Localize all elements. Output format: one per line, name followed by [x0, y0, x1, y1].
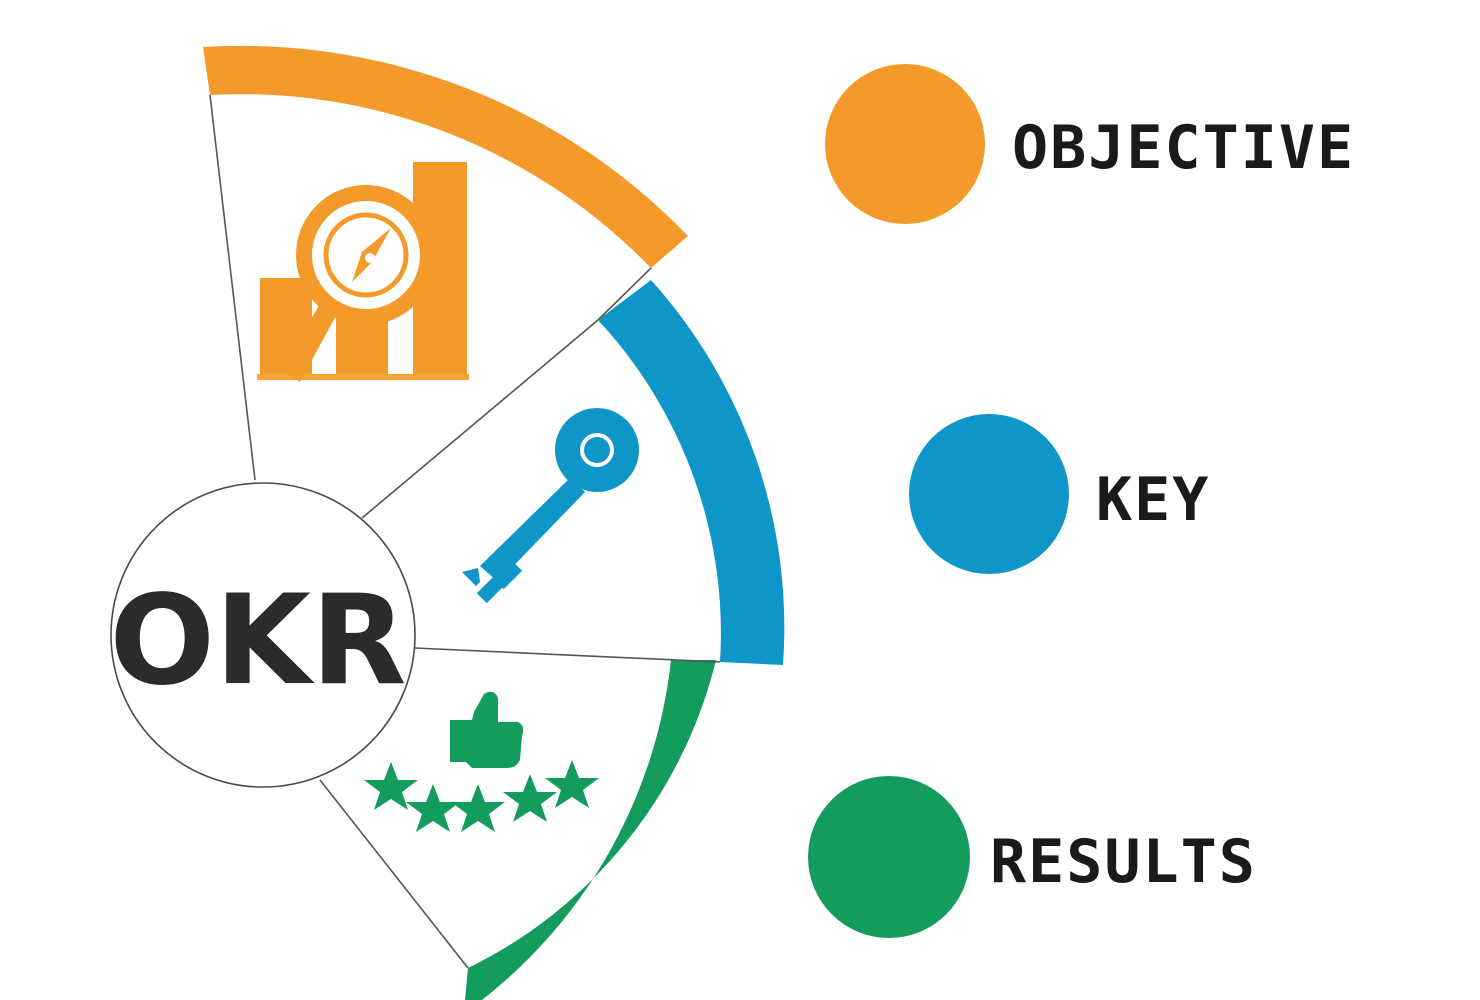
legend-objective-dot	[825, 64, 985, 224]
segment-dividers	[209, 94, 721, 969]
key-icon	[462, 408, 639, 604]
key-arc	[598, 280, 785, 665]
legend-objective-label: OBJECTIVE	[1012, 113, 1356, 183]
legend-key-dot	[909, 414, 1069, 574]
legend-results-dot	[808, 776, 970, 938]
thumbs-up-stars-icon	[364, 691, 599, 832]
legend-results-label: RESULTS	[990, 827, 1257, 897]
legend-key-label: KEY	[1096, 465, 1211, 535]
center-okr-label: OKR	[110, 569, 407, 713]
center-circle	[110, 482, 416, 788]
results-arc	[465, 660, 716, 1000]
chart-magnifier-compass-icon	[257, 162, 469, 382]
objective-arc	[203, 45, 688, 269]
